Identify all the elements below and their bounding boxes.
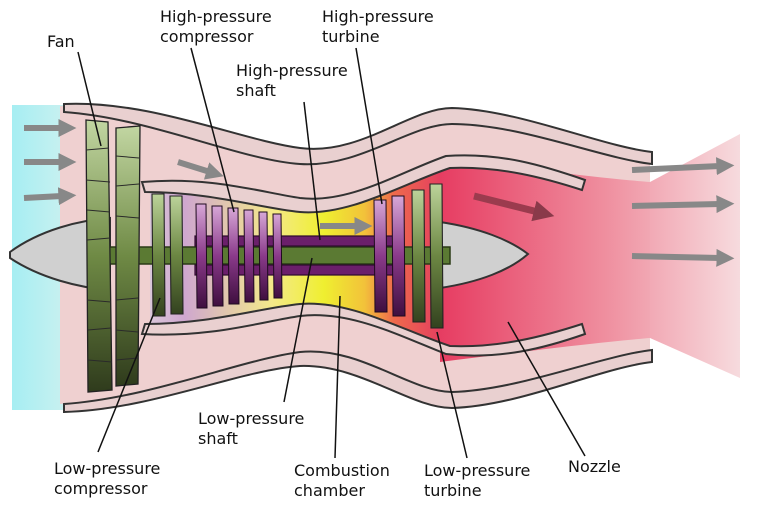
exhaust-plume [440,134,740,378]
hpc-blade-6 [272,213,283,299]
leader-lines [77,47,586,459]
high-pressure-compressor-blades [195,203,283,309]
hpt-blade-2 [391,195,406,317]
hpc-blade-2 [211,205,224,307]
lpc-blade-1 [151,193,166,317]
fan-blade-1 [85,119,113,393]
hpt-blade-1 [373,199,388,313]
nozzle-arrow [473,192,555,222]
core-casing-top [140,154,587,214]
label-high-pressure-turbine-line1: High-pressure [322,7,434,26]
label-low-pressure-compressor-line2: compressor [54,479,148,498]
label-fan: Fan [47,32,75,51]
label-low-pressure-shaft-line2: shaft [198,429,238,448]
label-high-pressure-compressor-line2: compressor [160,27,254,46]
exhaust-arrow-1 [631,157,735,176]
fan-blade-2 [115,125,141,387]
high-pressure-shaft-upper [194,235,396,247]
exhaust-arrow-3 [631,248,735,267]
flow-arrows [23,119,735,267]
lpc-blade-2 [169,195,184,315]
hpc-blade-5 [258,211,269,301]
hpc-blade-1 [195,203,208,309]
intake-arrow-3 [23,187,77,206]
label-low-pressure-compressor-line1: Low-pressure [54,459,160,478]
label-low-pressure-turbine-line1: Low-pressure [424,461,530,480]
label-combustion-chamber-line2: chamber [294,481,365,500]
lpt-blade-1 [411,189,426,323]
label-nozzle: Nozzle [568,457,621,476]
label-high-pressure-turbine-line2: turbine [322,27,380,46]
nacelle-top [63,102,653,166]
fan-blades [85,119,141,393]
label-low-pressure-shaft-line1: Low-pressure [198,409,304,428]
hpc-blade-4 [243,209,255,303]
label-low-pressure-turbine-line2: turbine [424,481,482,500]
tail-cone [439,220,530,290]
label-high-pressure-shaft-line2: shaft [236,81,276,100]
low-pressure-compressor-blades [151,193,184,317]
low-pressure-turbine-blades [411,183,444,329]
high-pressure-shaft-lower [194,264,396,276]
label-high-pressure-shaft-line1: High-pressure [236,61,348,80]
label-high-pressure-compressor-line1: High-pressure [160,7,272,26]
bypass-arrow [177,159,224,180]
high-pressure-turbine-blades [373,195,406,317]
label-combustion-chamber-line1: Combustion [294,461,390,480]
labels: Fan High-pressure compressor High-pressu… [47,7,621,500]
hpc-blade-3 [227,207,240,305]
exhaust-arrow-2 [631,195,735,214]
lpt-blade-2 [429,183,444,329]
